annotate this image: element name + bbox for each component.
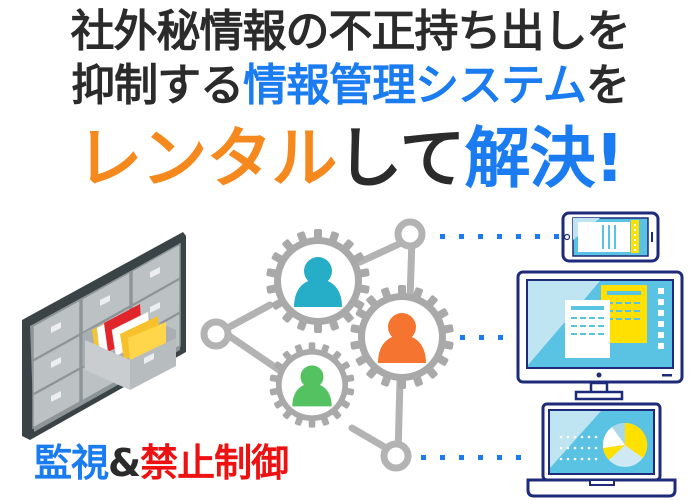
user-icon-green: [300, 365, 324, 389]
caption-monitor: 監視: [34, 441, 109, 485]
caption-monitor-control: 監視&禁止制御: [34, 438, 289, 488]
laptop-icon: [526, 402, 677, 498]
gear-teal-user: [266, 229, 370, 333]
headline-rental: レンタル: [76, 120, 337, 197]
user-icon-orange: [388, 313, 416, 341]
headline-shite: して: [336, 120, 465, 197]
gear-green-user: [269, 342, 355, 428]
desktop-monitor-icon: [516, 270, 684, 401]
file-cabinet-icon: [22, 232, 186, 440]
headline-line-2: 抑制する情報管理システムを: [0, 58, 700, 114]
headline-line-1-text: 社外秘情報の不正持ち出しを: [70, 6, 631, 57]
headline-system-name: 情報管理システム: [243, 60, 587, 111]
headline-line-2-prefix: 抑制する: [71, 60, 244, 111]
headline-line-1: 社外秘情報の不正持ち出しを: [0, 4, 700, 60]
headline-solve: 解決!: [464, 120, 624, 197]
smartphone-icon: [561, 211, 660, 263]
gear-orange-user: [350, 285, 454, 389]
headline-line-3: レンタルして解決!: [0, 118, 700, 200]
dotted-connectors: [421, 234, 559, 460]
folders: [92, 304, 166, 362]
network-nodes: [200, 218, 426, 472]
caption-ampersand: &: [108, 441, 141, 485]
user-icon-teal: [304, 257, 332, 285]
pie-chart-icon: [602, 422, 648, 467]
caption-prohibit-control: 禁止制御: [140, 441, 289, 485]
headline-line-2-suffix: を: [585, 60, 630, 111]
